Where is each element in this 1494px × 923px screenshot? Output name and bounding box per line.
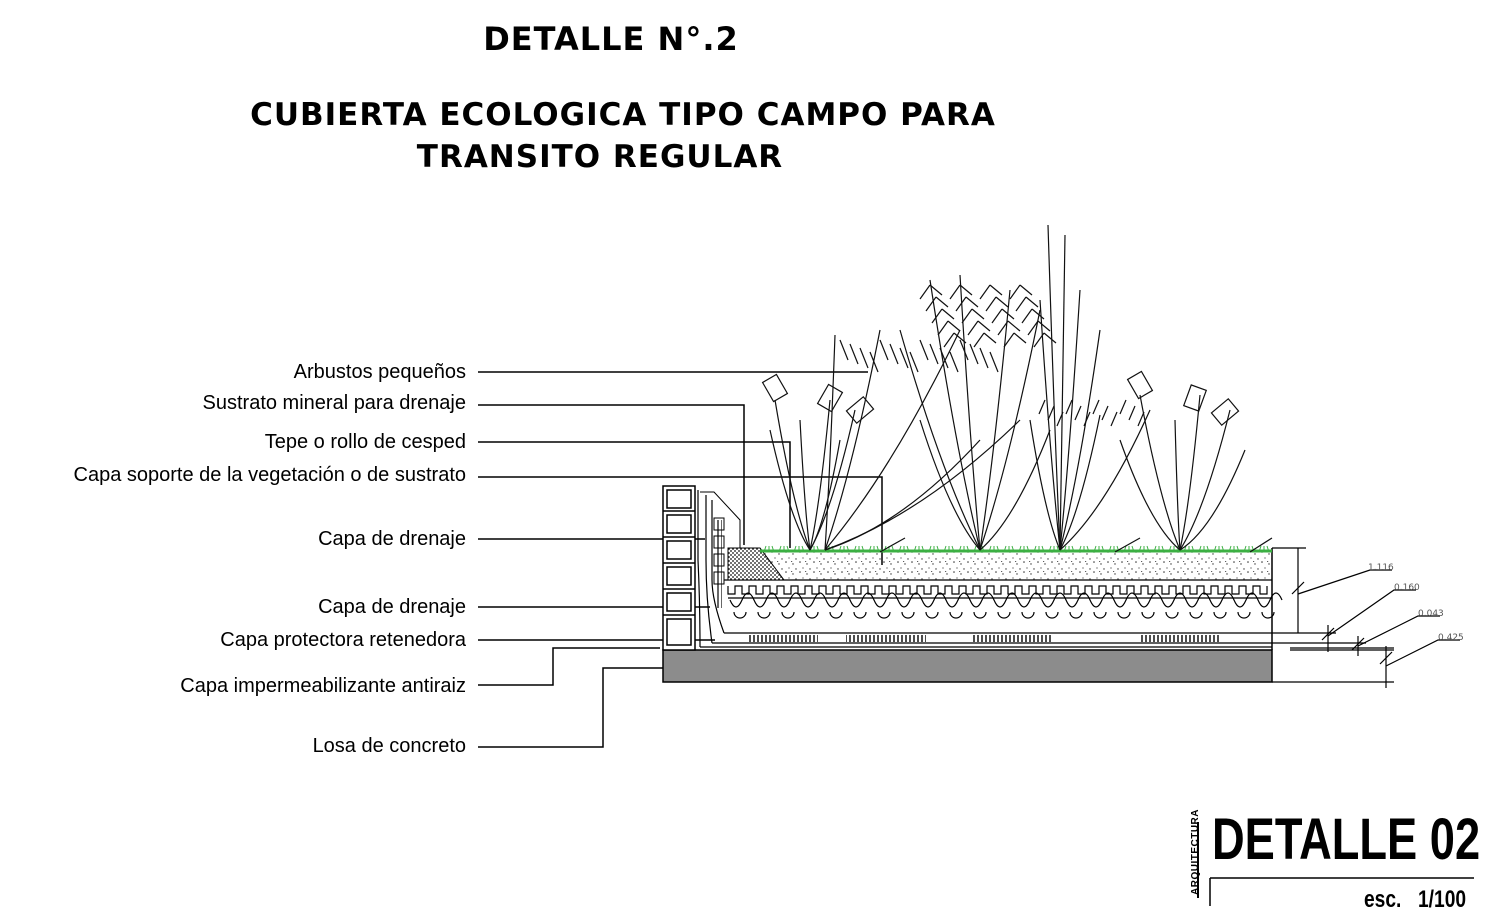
label-capa-soporte: Capa soporte de la vegetación o de sustr… bbox=[73, 464, 466, 486]
leader-capa-soporte bbox=[478, 476, 883, 565]
substrate-layer bbox=[728, 552, 1272, 580]
drainage-layer-profile bbox=[724, 579, 1272, 595]
label-capa-protectora: Capa protectora retenedora bbox=[220, 629, 466, 651]
mineral-drainage-substrate bbox=[727, 547, 785, 581]
dimension-lines bbox=[1272, 547, 1460, 688]
grass-turf bbox=[760, 545, 1272, 553]
label-tepe: Tepe o rollo de cesped bbox=[264, 431, 466, 453]
label-arbustos: Arbustos pequeños bbox=[293, 361, 466, 383]
dim-0043: 0.043 bbox=[1418, 609, 1444, 619]
label-capa-impermeabilizante: Capa impermeabilizante antiraiz bbox=[180, 675, 466, 697]
drainage-layer-waves bbox=[728, 592, 1283, 619]
label-losa: Losa de concreto bbox=[312, 735, 466, 757]
dim-0160: 0.160 bbox=[1394, 583, 1420, 593]
title-line-2: TRANSITO REGULAR bbox=[416, 139, 784, 175]
label-capa-drenaje-2: Capa de drenaje bbox=[318, 596, 466, 618]
membrane-layers bbox=[697, 490, 1272, 648]
stamp-discipline: ARQUITECTURA bbox=[1190, 809, 1201, 895]
leader-capa-impermeabilizante bbox=[478, 647, 660, 686]
stamp-frame bbox=[1197, 822, 1474, 906]
detail-number: DETALLE N°.2 bbox=[483, 20, 739, 58]
leader-tepe bbox=[478, 441, 791, 548]
dim-0425: 0.425 bbox=[1438, 633, 1464, 643]
dim-1116: 1.116 bbox=[1368, 563, 1394, 573]
stamp-title: DETALLE 02 bbox=[1212, 807, 1481, 872]
brick-parapet bbox=[662, 485, 696, 651]
protective-layer-strips bbox=[748, 635, 1220, 642]
label-capa-drenaje-1: Capa de drenaje bbox=[318, 528, 466, 550]
stamp-scale-value: 1/100 bbox=[1418, 886, 1467, 913]
concrete-slab bbox=[662, 649, 1273, 683]
title-line-1: CUBIERTA ECOLOGICA TIPO CAMPO PARA bbox=[250, 97, 996, 133]
leader-losa bbox=[478, 667, 663, 748]
leader-sustrato-mineral bbox=[478, 404, 745, 545]
stamp-scale-label: esc. bbox=[1364, 886, 1402, 913]
label-sustrato-mineral: Sustrato mineral para drenaje bbox=[202, 392, 466, 414]
shrub-plants bbox=[761, 224, 1273, 553]
